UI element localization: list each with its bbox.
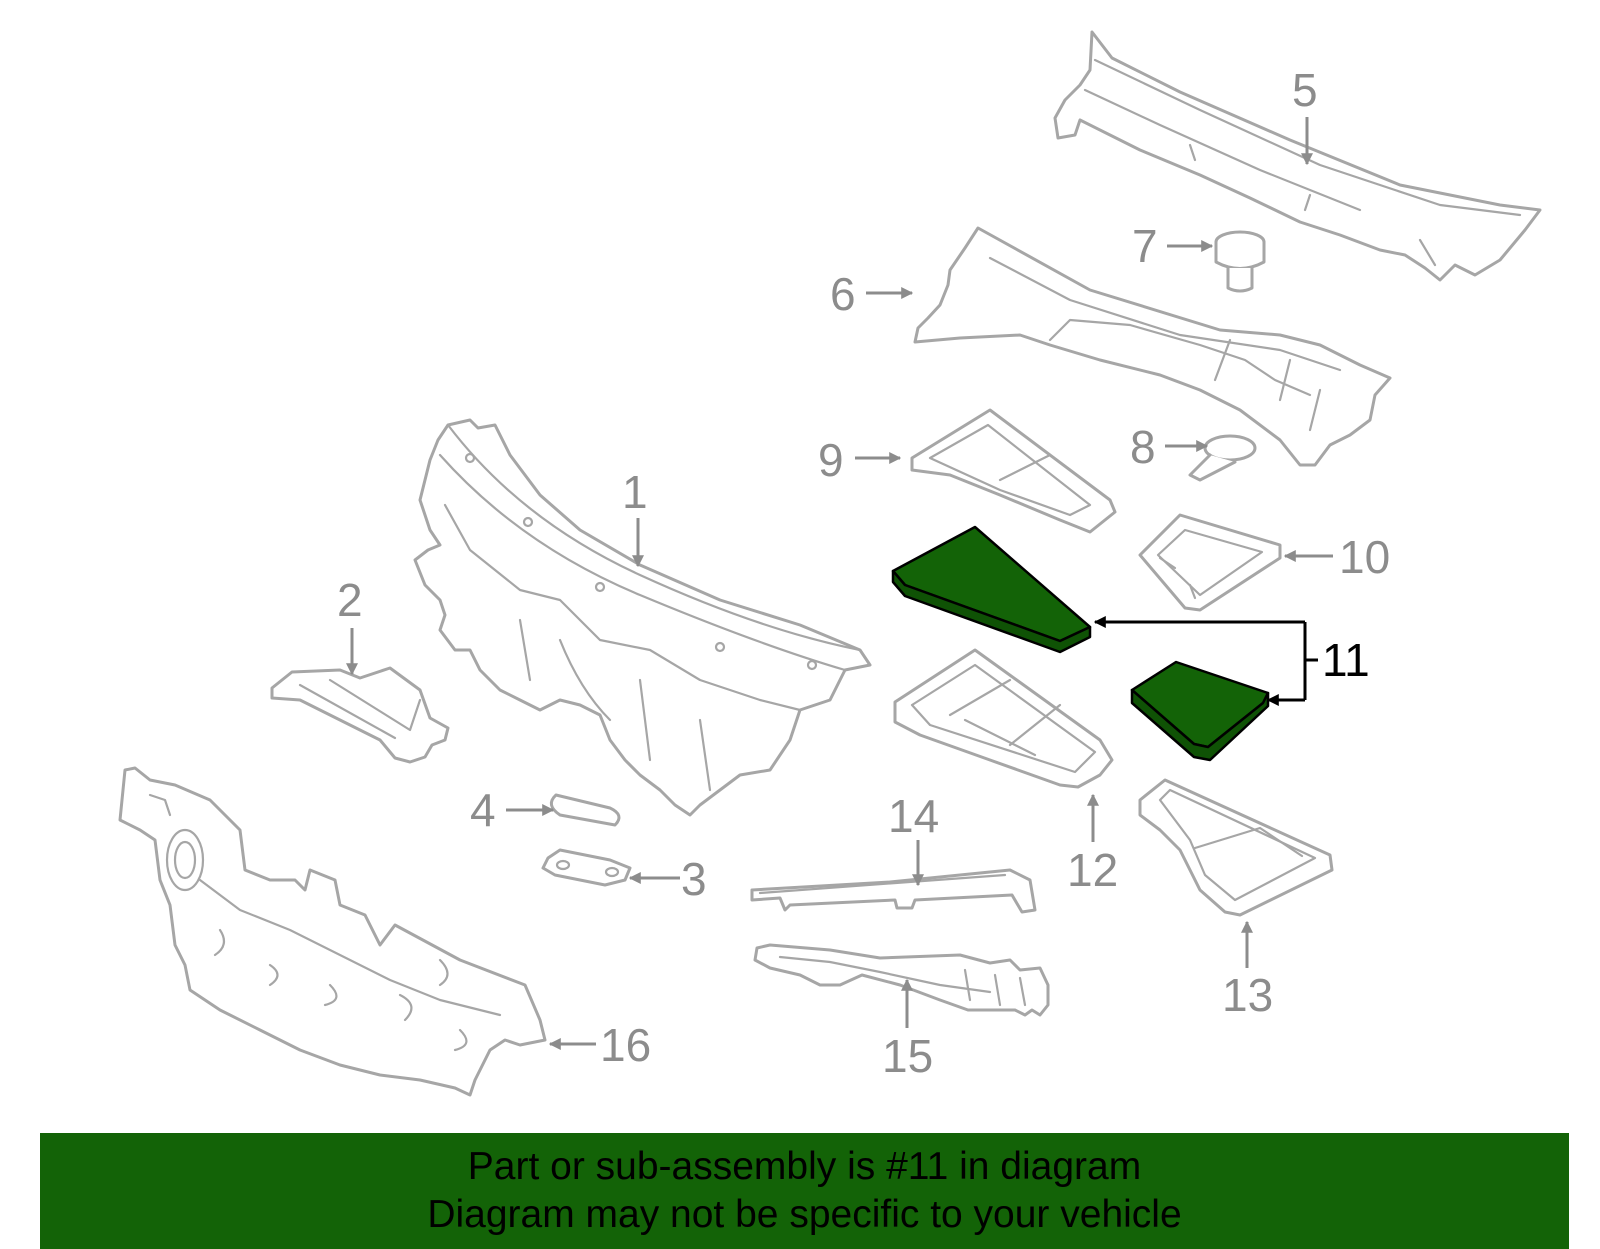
part-11-cabin-filter — [891, 525, 1270, 762]
part-5-cowl-panel — [1053, 30, 1542, 282]
parts-diagram: 1 2 3 4 5 6 7 8 9 10 11 12 13 14 15 16 — [118, 30, 1542, 1097]
part-6-cowl-lower-panel — [913, 226, 1392, 467]
caption-line-1: Part or sub-assembly is #11 in diagram — [467, 1145, 1142, 1188]
callout-13: 13 — [1222, 969, 1273, 1021]
part-16-insulator — [118, 766, 547, 1097]
callout-16: 16 — [600, 1019, 651, 1071]
callout-1: 1 — [622, 466, 648, 518]
caption-line-2: Diagram may not be specific to your vehi… — [427, 1193, 1182, 1236]
callout-numbers: 1 2 3 4 5 6 7 8 9 10 11 12 13 14 15 16 — [337, 64, 1390, 1082]
callout-10: 10 — [1339, 531, 1390, 583]
part-13-filter-housing — [1138, 778, 1334, 917]
part-1-dash-panel — [413, 418, 872, 817]
part-9-seal — [910, 408, 1117, 534]
part-4-plug — [549, 793, 621, 827]
caption-banner: Part or sub-assembly is #11 in diagram D… — [40, 1133, 1569, 1249]
part-12-filter-housing — [893, 648, 1114, 789]
callout-5: 5 — [1292, 64, 1318, 116]
callout-14: 14 — [888, 790, 939, 842]
leader-lines — [346, 117, 1333, 1050]
part-7-fastener — [1214, 230, 1266, 293]
callout-11: 11 — [1322, 634, 1370, 686]
callout-2: 2 — [337, 574, 363, 626]
callout-3: 3 — [681, 853, 707, 905]
part-14-bracket-strip — [750, 868, 1037, 914]
part-8-pad — [1188, 434, 1257, 482]
part-2-bracket — [270, 666, 450, 764]
callout-9: 9 — [818, 434, 844, 486]
part-15-duct — [753, 943, 1050, 1017]
callout-7: 7 — [1132, 220, 1158, 272]
callout-15: 15 — [882, 1030, 933, 1082]
callout-12: 12 — [1067, 844, 1118, 896]
callout-4: 4 — [470, 784, 496, 836]
part-10-filter-frame — [1138, 513, 1282, 612]
callout-6: 6 — [830, 268, 856, 320]
callout-8: 8 — [1130, 421, 1156, 473]
part-3-grommet — [541, 848, 632, 887]
leader-11-bracket — [1303, 622, 1318, 700]
